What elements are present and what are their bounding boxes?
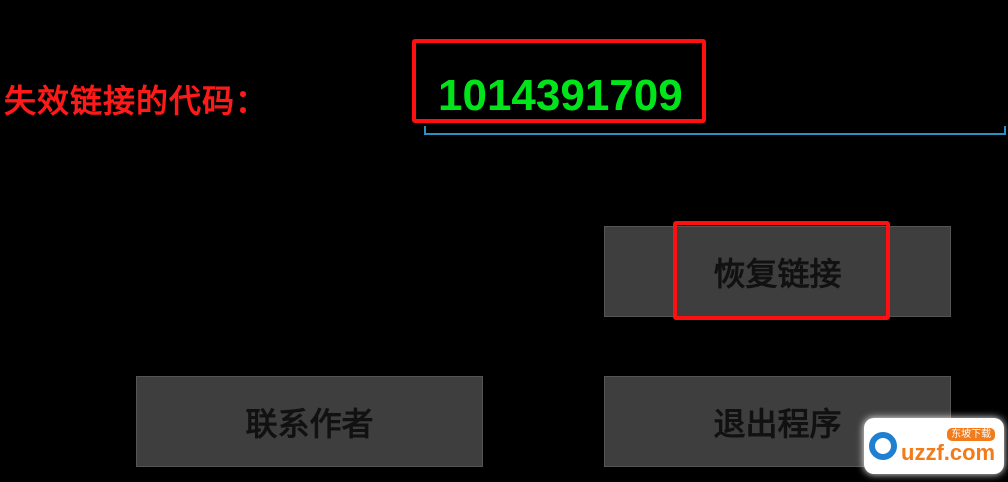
logo-text: uzzf.com <box>901 439 996 465</box>
contact-author-button[interactable]: 联系作者 <box>136 376 483 467</box>
logo-text-group: 东坡下载 uzzf.com <box>901 427 996 465</box>
code-field-container <box>424 60 1006 136</box>
highlight-box-code <box>412 39 706 123</box>
input-underline <box>424 126 1006 135</box>
logo-tag: 东坡下载 <box>947 427 996 441</box>
watermark-logo: 东坡下载 uzzf.com <box>864 418 1004 474</box>
code-label: 失效链接的代码： <box>4 82 269 120</box>
code-input[interactable] <box>438 66 938 126</box>
highlight-box-restore <box>673 221 890 320</box>
restore-link-button[interactable]: 恢复链接 <box>604 226 951 317</box>
logo-icon <box>869 432 897 460</box>
